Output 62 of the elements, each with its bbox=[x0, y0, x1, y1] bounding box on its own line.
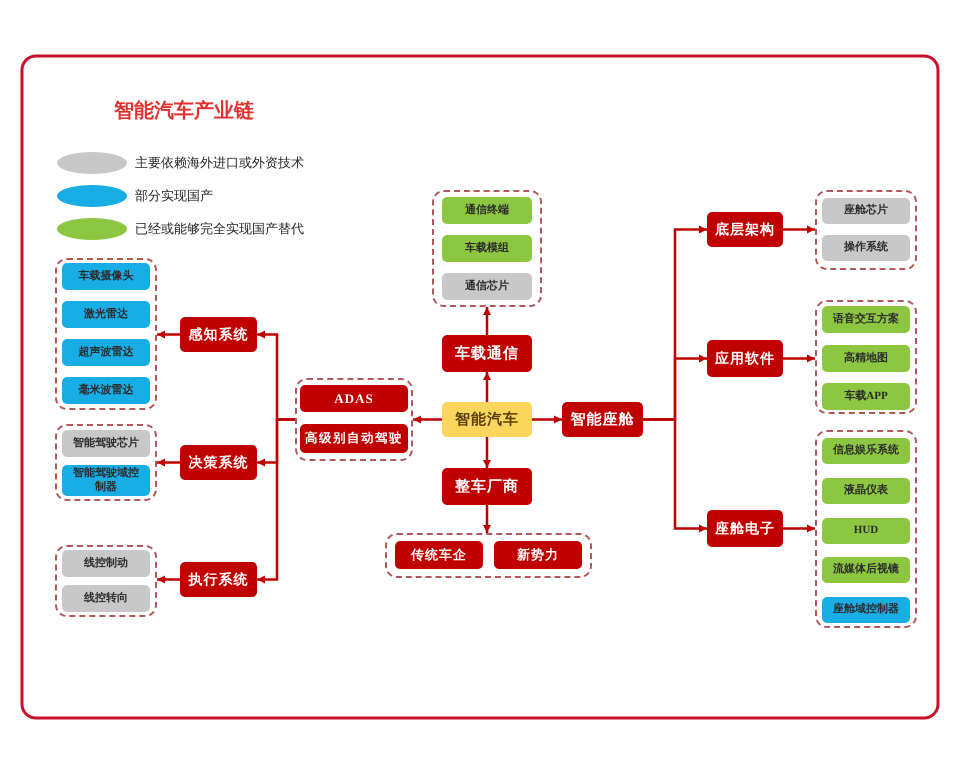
arrow bbox=[483, 372, 491, 402]
category-node: 整车厂商 bbox=[442, 468, 532, 505]
item-node: 车载APP bbox=[822, 383, 910, 410]
item-node: 流媒体后视镜 bbox=[822, 557, 910, 583]
dashed-group-frame bbox=[295, 378, 413, 461]
legend-text: 已经或能够完全实现国产替代 bbox=[135, 220, 304, 238]
arrow bbox=[157, 458, 180, 466]
item-node: 高精地图 bbox=[822, 345, 910, 372]
legend-text: 部分实现国产 bbox=[135, 187, 213, 205]
category-node: 新势力 bbox=[494, 541, 582, 569]
root-node: 智能汽车 bbox=[442, 402, 532, 437]
dashed-group-frame bbox=[815, 430, 917, 628]
category-node: 决策系统 bbox=[180, 445, 257, 480]
arrow bbox=[413, 416, 442, 424]
category-node: 车载通信 bbox=[442, 335, 532, 372]
item-node: 线控转向 bbox=[62, 585, 150, 612]
arrow bbox=[783, 354, 815, 362]
category-node: 座舱电子 bbox=[707, 510, 783, 547]
category-node: 执行系统 bbox=[180, 562, 257, 597]
diagram-title: 智能汽车产业链 bbox=[114, 97, 254, 124]
dashed-group-frame bbox=[55, 258, 157, 410]
arrow bbox=[783, 226, 815, 234]
item-node: 语音交互方案 bbox=[822, 306, 910, 333]
item-node: 信息娱乐系统 bbox=[822, 438, 910, 464]
category-node: 高级别自动驾驶 bbox=[300, 424, 408, 453]
category-node: 底层架构 bbox=[707, 212, 783, 247]
arrow bbox=[532, 416, 562, 424]
item-node: 毫米波雷达 bbox=[62, 377, 150, 404]
dashed-group-frame bbox=[815, 190, 917, 270]
arrow bbox=[483, 437, 491, 468]
item-node: HUD bbox=[822, 518, 910, 544]
item-node: 智能驾驶芯片 bbox=[62, 430, 150, 457]
dashed-group-frame bbox=[55, 545, 157, 617]
legend-text: 主要依赖海外进口或外资技术 bbox=[135, 154, 304, 172]
arrow bbox=[643, 418, 707, 532]
item-node: 液晶仪表 bbox=[822, 478, 910, 504]
category-node: ADAS bbox=[300, 385, 408, 412]
category-node: 传统车企 bbox=[395, 541, 483, 569]
arrow bbox=[257, 418, 295, 584]
arrow bbox=[157, 330, 180, 338]
item-node: 车载模组 bbox=[442, 235, 532, 262]
dashed-group-frame bbox=[815, 300, 917, 414]
category-node: 感知系统 bbox=[180, 317, 257, 352]
item-node: 线控制动 bbox=[62, 550, 150, 577]
arrow bbox=[483, 505, 491, 533]
category-node: 应用软件 bbox=[707, 340, 783, 377]
item-node: 车载摄像头 bbox=[62, 263, 150, 290]
dashed-group-frame bbox=[385, 533, 592, 578]
item-node: 智能驾驶域控制器 bbox=[62, 465, 150, 496]
dashed-group-frame bbox=[55, 424, 157, 501]
item-node: 通信终端 bbox=[442, 197, 532, 224]
item-node: 座舱芯片 bbox=[822, 198, 910, 224]
item-node: 超声波雷达 bbox=[62, 339, 150, 366]
arrow bbox=[783, 524, 815, 532]
item-node: 操作系统 bbox=[822, 235, 910, 261]
arrow bbox=[157, 576, 180, 584]
item-node: 座舱域控制器 bbox=[822, 597, 910, 623]
item-node: 激光雷达 bbox=[62, 301, 150, 328]
item-node: 通信芯片 bbox=[442, 273, 532, 300]
arrow bbox=[483, 307, 491, 335]
dashed-group-frame bbox=[432, 190, 542, 307]
category-node: 智能座舱 bbox=[562, 402, 643, 437]
